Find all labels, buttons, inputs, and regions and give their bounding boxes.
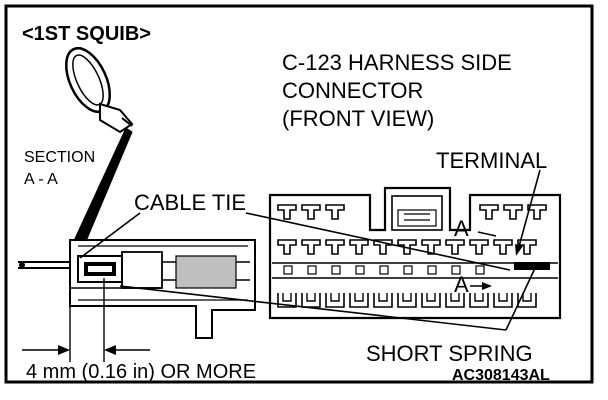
section-detail bbox=[18, 239, 256, 362]
short-spring-label: SHORT SPRING bbox=[366, 341, 533, 366]
figure-code: AC308143AL bbox=[452, 367, 550, 384]
squib-label: <1ST SQUIB> bbox=[22, 23, 151, 45]
dimension-label: 4 mm (0.16 in) OR MORE bbox=[26, 361, 256, 383]
cable-tie-label: CABLE TIE bbox=[134, 190, 246, 215]
section-marker-upper: A bbox=[454, 216, 469, 241]
terminal-label: TERMINAL bbox=[436, 148, 547, 173]
connector-title-line3: (FRONT VIEW) bbox=[282, 106, 434, 131]
connector-title-line2: CONNECTOR bbox=[282, 78, 423, 103]
leader-lines bbox=[79, 169, 541, 331]
section-marker-lower: A bbox=[454, 272, 469, 297]
cable-tie-sketch bbox=[65, 47, 134, 247]
section-label-line1: SECTION bbox=[24, 149, 95, 166]
connector-title-line1: C-123 HARNESS SIDE bbox=[282, 50, 512, 75]
figure-border bbox=[4, 4, 594, 384]
section-label-line2: A - A bbox=[24, 171, 58, 188]
